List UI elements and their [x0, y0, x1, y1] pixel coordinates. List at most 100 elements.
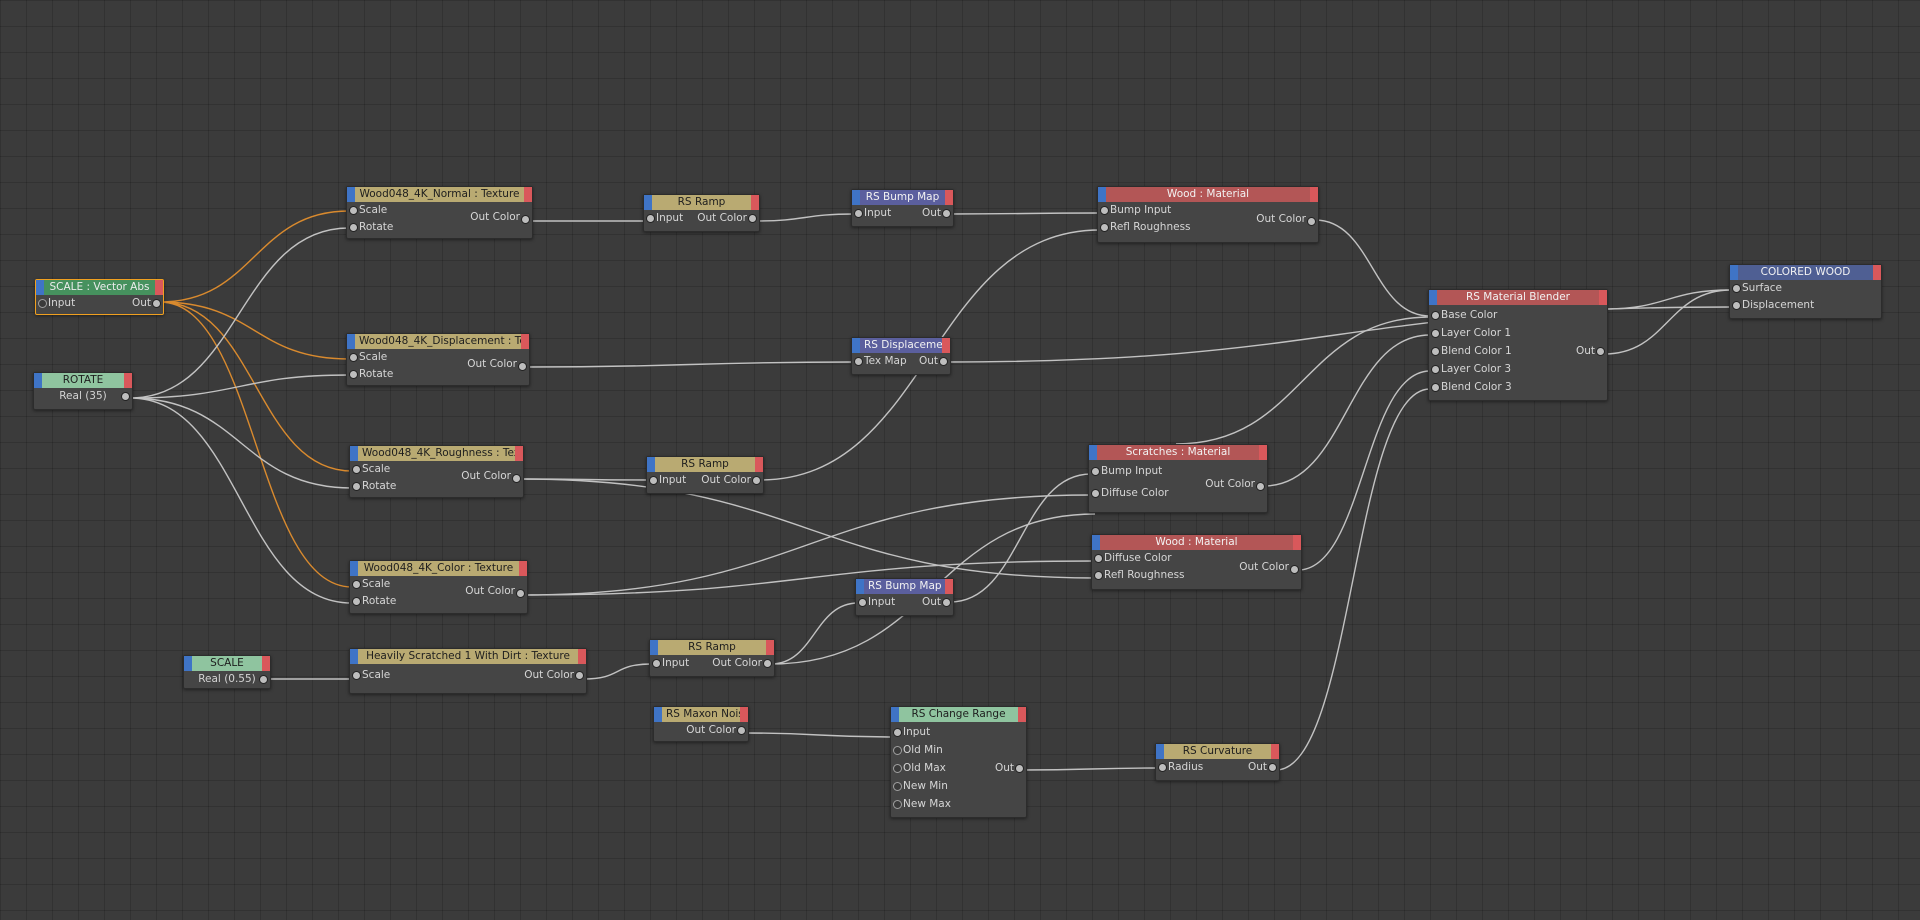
node-wood-material-1[interactable]: Wood : Material Bump Input Refl Roughnes…: [1097, 186, 1319, 243]
connection-wire[interactable]: [1297, 370, 1431, 571]
connection-wire[interactable]: [519, 478, 1096, 579]
node-rs-bump-map-2[interactable]: RS Bump Map Input Out: [855, 578, 954, 616]
value-field[interactable]: Real (0.55): [198, 673, 256, 685]
input-port[interactable]: [1431, 347, 1440, 356]
connection-wire[interactable]: [744, 732, 894, 738]
connection-wire[interactable]: [159, 301, 350, 360]
node-rs-bump-map-1[interactable]: RS Bump Map Input Out: [851, 189, 954, 227]
output-port[interactable]: [518, 362, 527, 371]
output-port[interactable]: [512, 474, 521, 483]
output-port[interactable]: [737, 726, 746, 735]
connection-wire[interactable]: [1603, 289, 1732, 355]
input-port[interactable]: [38, 299, 47, 308]
node-rs-maxon-noise[interactable]: RS Maxon Noise Out Color: [653, 706, 749, 742]
output-port[interactable]: [259, 675, 268, 684]
connection-wire[interactable]: [1314, 219, 1431, 317]
output-port[interactable]: [152, 299, 161, 308]
input-port[interactable]: [652, 659, 661, 668]
output-port[interactable]: [516, 589, 525, 598]
input-port[interactable]: [649, 476, 658, 485]
node-color-texture[interactable]: Wood048_4K_Color : Texture Scale Rotate …: [349, 560, 528, 614]
node-rs-ramp-1[interactable]: RS Ramp Input Out Color: [643, 194, 760, 232]
output-port[interactable]: [1290, 565, 1299, 574]
input-port[interactable]: [352, 465, 361, 474]
input-port[interactable]: [349, 353, 358, 362]
output-port[interactable]: [1015, 764, 1024, 773]
input-port[interactable]: [854, 357, 863, 366]
input-port[interactable]: [893, 746, 902, 755]
output-port[interactable]: [763, 659, 772, 668]
connection-wire[interactable]: [1175, 316, 1431, 445]
node-rs-displacement[interactable]: RS Displacement Tex Map Out: [851, 337, 951, 375]
input-port[interactable]: [1732, 301, 1741, 310]
connection-wire[interactable]: [770, 602, 859, 665]
input-port[interactable]: [854, 209, 863, 218]
connection-wire[interactable]: [949, 473, 1092, 603]
output-port[interactable]: [1596, 347, 1605, 356]
input-port[interactable]: [349, 223, 358, 232]
connection-wire[interactable]: [159, 210, 350, 303]
input-port[interactable]: [352, 580, 361, 589]
connection-wire[interactable]: [1022, 767, 1159, 771]
input-port[interactable]: [893, 764, 902, 773]
input-port[interactable]: [1431, 329, 1440, 338]
node-colored-wood-output[interactable]: COLORED WOOD Surface Displacement: [1729, 264, 1882, 319]
connection-wire[interactable]: [159, 301, 353, 472]
input-port[interactable]: [1091, 489, 1100, 498]
connection-wire[interactable]: [582, 663, 653, 680]
node-displacement-texture[interactable]: Wood048_4K_Displacement : Texture Scale …: [346, 333, 530, 386]
node-wood-material-2[interactable]: Wood : Material Diffuse Color Refl Rough…: [1091, 534, 1302, 590]
node-scale-vector-abs[interactable]: SCALE : Vector Abs Input Out: [35, 279, 164, 315]
input-port[interactable]: [352, 671, 361, 680]
input-port[interactable]: [349, 370, 358, 379]
connection-wire[interactable]: [129, 397, 353, 489]
input-port[interactable]: [1158, 763, 1167, 772]
connection-wire[interactable]: [1263, 334, 1431, 487]
connection-wire[interactable]: [525, 361, 855, 368]
node-scratched-texture[interactable]: Heavily Scratched 1 With Dirt : Texture …: [349, 648, 587, 694]
output-port[interactable]: [942, 209, 951, 218]
input-port[interactable]: [1094, 554, 1103, 563]
connection-wire[interactable]: [755, 213, 855, 222]
input-port[interactable]: [893, 800, 902, 809]
input-port[interactable]: [1431, 365, 1440, 374]
connection-wire[interactable]: [946, 306, 1732, 363]
node-scale[interactable]: SCALE Real (0.55): [183, 655, 271, 689]
node-rs-change-range[interactable]: RS Change Range Input Old Min Old Max Ou…: [890, 706, 1027, 818]
node-rs-ramp-3[interactable]: RS Ramp Input Out Color: [649, 639, 775, 677]
input-port[interactable]: [1431, 383, 1440, 392]
node-rs-material-blender[interactable]: RS Material Blender Base Color Layer Col…: [1428, 289, 1608, 401]
node-roughness-texture[interactable]: Wood048_4K_Roughness : Texture Scale Rot…: [349, 445, 524, 498]
input-port[interactable]: [352, 482, 361, 491]
output-port[interactable]: [939, 357, 948, 366]
input-port[interactable]: [1094, 571, 1103, 580]
input-port[interactable]: [893, 782, 902, 791]
connection-wire[interactable]: [159, 301, 353, 588]
connection-wire[interactable]: [522, 494, 1092, 596]
connection-wire[interactable]: [949, 212, 1101, 215]
connection-wire[interactable]: [129, 397, 353, 604]
output-port[interactable]: [942, 598, 951, 607]
input-port[interactable]: [858, 598, 867, 607]
output-port[interactable]: [521, 215, 530, 224]
output-port[interactable]: [1268, 763, 1277, 772]
output-port[interactable]: [1307, 217, 1316, 226]
value-field[interactable]: Real (35): [59, 390, 107, 402]
node-rs-ramp-2[interactable]: RS Ramp Input Out Color: [646, 456, 764, 494]
input-port[interactable]: [352, 597, 361, 606]
output-port[interactable]: [575, 671, 584, 680]
input-port[interactable]: [1100, 223, 1109, 232]
node-rs-curvature[interactable]: RS Curvature Radius Out: [1155, 743, 1280, 781]
output-port[interactable]: [1256, 482, 1265, 491]
input-port[interactable]: [1091, 467, 1100, 476]
connection-wire[interactable]: [1603, 289, 1732, 310]
output-port[interactable]: [752, 476, 761, 485]
input-port[interactable]: [646, 214, 655, 223]
input-port[interactable]: [1431, 311, 1440, 320]
connection-wire[interactable]: [522, 560, 1095, 596]
node-rotate[interactable]: ROTATE Real (35): [33, 372, 133, 410]
connection-wire[interactable]: [519, 478, 651, 481]
input-port[interactable]: [349, 206, 358, 215]
input-port[interactable]: [893, 728, 902, 737]
connection-wire[interactable]: [129, 374, 350, 399]
